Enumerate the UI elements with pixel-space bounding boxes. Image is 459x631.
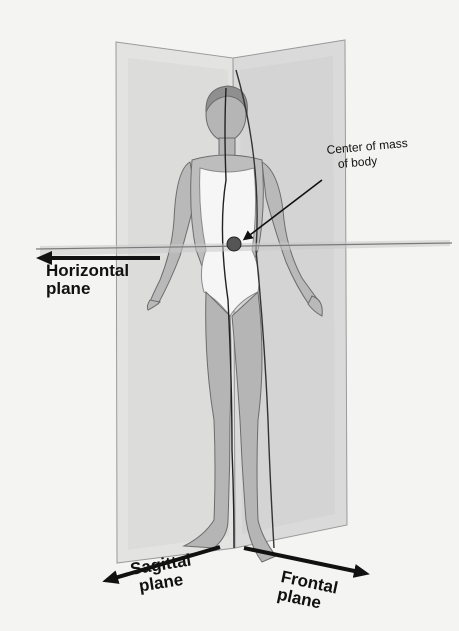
- neck: [219, 138, 235, 156]
- horizontal-plane-label-line2: plane: [46, 280, 129, 298]
- horizontal-plane-label-line1: Horizontal: [46, 262, 129, 280]
- center-of-mass-dot: [227, 237, 241, 251]
- horizontal-plane-label: Horizontal plane: [46, 262, 129, 298]
